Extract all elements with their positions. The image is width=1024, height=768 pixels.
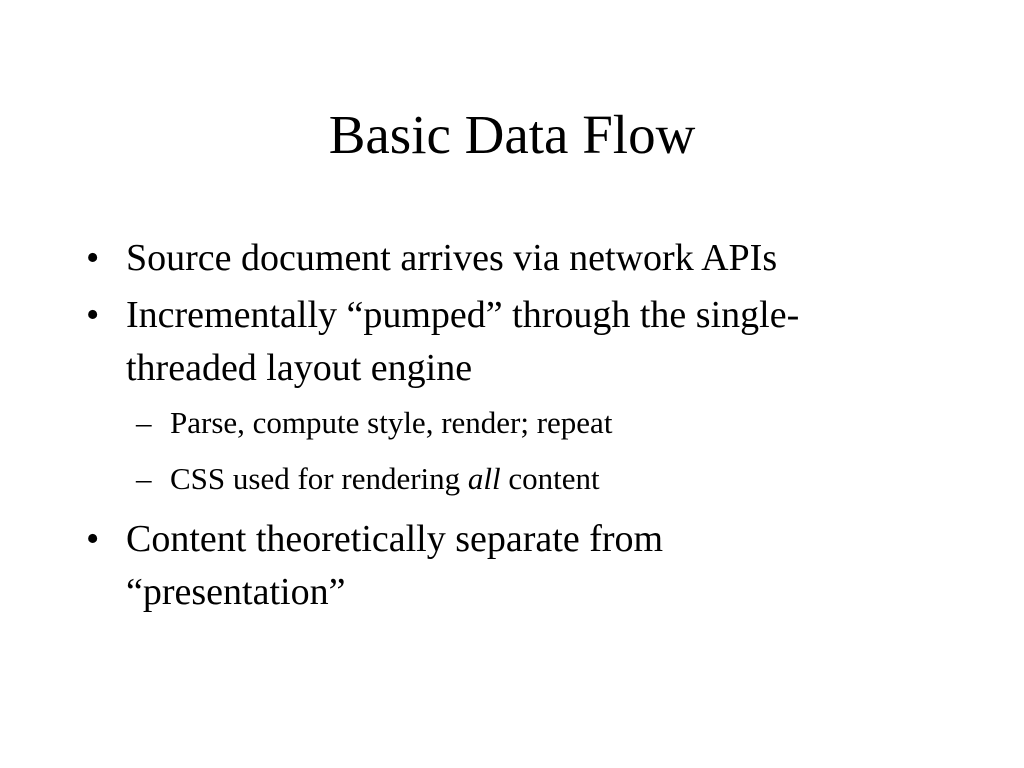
sub-bullet-marker: – [136,405,152,440]
bullet-marker: • [86,237,100,279]
bullet-item-2: • Incrementally “pumped” through the sin… [86,289,956,395]
bullet-list: • Source document arrives via network AP… [86,232,956,623]
bullet-item-3: • Content theoretically separate from “p… [86,513,956,619]
bullet-marker: • [86,518,100,560]
bullet-text-line-1: Content theoretically separate from [126,518,664,560]
sub-bullet-text-before: CSS used for rendering [170,461,468,496]
sub-bullet-text: Parse, compute style, render; repeat [170,405,613,440]
bullet-text-line-1: Incrementally “pumped” through the singl… [126,294,800,336]
bullet-text-line-2: threaded layout engine [126,347,473,389]
sub-bullet-text-after: content [500,461,600,496]
sub-bullet-list: – Parse, compute style, render; repeat –… [86,401,956,501]
bullet-item-1: • Source document arrives via network AP… [86,232,956,285]
sub-bullet-emphasis: all [467,461,501,496]
sub-bullet-marker: – [136,461,152,496]
bullet-marker: • [86,294,100,336]
sub-bullet-item-2: – CSS used for rendering all content [86,457,956,501]
bullet-text: Source document arrives via network APIs [126,237,778,279]
bullet-text-line-2: “presentation” [126,571,346,613]
slide-title: Basic Data Flow [328,104,696,165]
sub-bullet-item-1: – Parse, compute style, render; repeat [86,401,956,445]
